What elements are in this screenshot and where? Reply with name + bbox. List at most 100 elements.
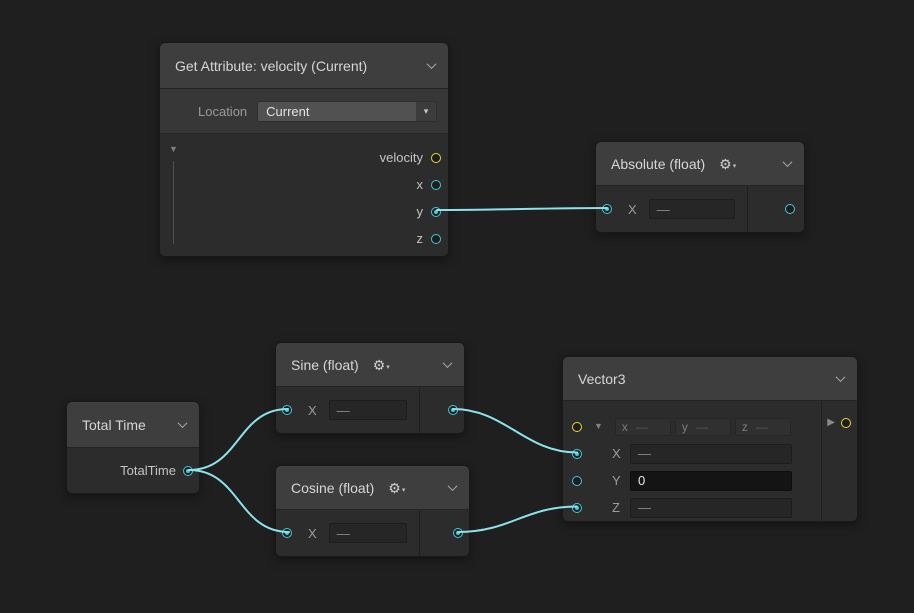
port-y-output[interactable] <box>431 206 441 217</box>
dropdown-value: Current <box>266 103 310 119</box>
expander-triangle-icon[interactable]: ▼ <box>169 144 178 154</box>
port-label: TotalTime <box>120 463 176 478</box>
chevron-down-icon[interactable] <box>835 372 846 383</box>
node-header[interactable]: Get Attribute: velocity (Current) <box>160 43 448 89</box>
compact-fields: x — y — z — <box>614 417 791 436</box>
port-z-output[interactable] <box>431 233 441 244</box>
compact-value: — <box>755 419 768 434</box>
y-value-field[interactable]: 0 <box>630 470 792 491</box>
output-column: ▶ <box>827 409 851 436</box>
edge-totaltime-to-sine-x[interactable] <box>188 408 289 471</box>
node-vector3[interactable]: Vector3 ▼ x — y — z <box>562 356 858 522</box>
play-arrow-icon: ▶ <box>827 416 835 428</box>
node-body: X — <box>596 186 804 232</box>
port-x-input[interactable] <box>602 204 612 214</box>
node-title: Sine (float) <box>291 356 359 373</box>
port-totaltime-output[interactable] <box>183 465 193 476</box>
gear-icon[interactable]: ⚙▾ <box>388 479 406 496</box>
port-x-output[interactable] <box>431 179 441 190</box>
dropdown-arrow-icon: ▾ <box>416 101 436 121</box>
node-header[interactable]: Cosine (float) ⚙▾ <box>276 466 469 510</box>
port-result-output[interactable] <box>448 405 458 415</box>
node-header[interactable]: Vector3 <box>563 357 857 401</box>
location-setting-row: Location Current ▾ <box>160 89 448 134</box>
compact-y-field[interactable]: y — <box>674 417 731 436</box>
node-sine[interactable]: Sine (float) ⚙▾ X — <box>275 342 465 434</box>
input-label: Z <box>612 500 620 515</box>
node-body: ▼ velocity x y z <box>160 134 448 256</box>
port-x-input[interactable] <box>282 528 292 538</box>
edge-totaltime-to-cosine-x[interactable] <box>188 469 290 533</box>
x-value-field[interactable]: — <box>648 199 735 219</box>
gear-arrow-icon: ▾ <box>401 486 406 494</box>
port-label: x <box>416 177 424 192</box>
node-body: ▼ x — y — z — <box>563 401 857 521</box>
input-label: X <box>628 201 637 217</box>
compact-vector-row: ▼ x — y — z — <box>563 413 821 440</box>
node-title: Total Time <box>82 416 146 433</box>
edge-sine-to-vector3-x[interactable] <box>452 408 578 454</box>
node-title: Absolute (float) <box>611 155 706 172</box>
node-get-attribute[interactable]: Get Attribute: velocity (Current) Locati… <box>159 42 449 257</box>
port-label: z <box>416 231 424 246</box>
x-value-field[interactable]: — <box>328 400 407 420</box>
port-velocity-output[interactable] <box>431 152 441 163</box>
location-label: Location <box>198 103 248 119</box>
chevron-down-icon[interactable] <box>782 157 793 168</box>
node-total-time[interactable]: Total Time TotalTime <box>66 401 200 494</box>
edge-cosine-to-vector3-z[interactable] <box>457 505 578 533</box>
node-title: Vector3 <box>578 370 626 387</box>
edge-getattribute-y-to-absolute-x[interactable] <box>436 207 608 211</box>
node-header[interactable]: Sine (float) ⚙▾ <box>276 343 464 387</box>
output-row-y: y <box>160 198 448 225</box>
gear-icon[interactable]: ⚙▾ <box>719 155 737 172</box>
x-value-field[interactable]: — <box>630 443 792 464</box>
x-value-field[interactable]: — <box>328 523 407 543</box>
output-row-x: x <box>160 171 448 198</box>
subtree-line <box>173 161 174 244</box>
compact-z-field[interactable]: z — <box>734 417 791 436</box>
port-result-output[interactable] <box>453 528 463 538</box>
node-cosine[interactable]: Cosine (float) ⚙▾ X — <box>275 465 470 557</box>
chevron-down-icon[interactable] <box>177 418 188 429</box>
port-vector3-input[interactable] <box>572 421 582 432</box>
input-label: X <box>612 446 621 461</box>
input-label: X <box>308 402 317 418</box>
port-vector3-output[interactable] <box>841 417 851 428</box>
node-body: X — <box>276 510 469 556</box>
node-title: Cosine (float) <box>291 479 375 496</box>
gear-icon[interactable]: ⚙▾ <box>372 356 390 373</box>
port-z-input[interactable] <box>572 502 582 513</box>
node-absolute[interactable]: Absolute (float) ⚙▾ X — <box>595 141 805 233</box>
port-label: y <box>416 204 424 219</box>
expander-triangle-icon[interactable]: ▼ <box>594 421 603 431</box>
port-result-output[interactable] <box>785 204 795 214</box>
chevron-down-icon[interactable] <box>442 358 453 369</box>
port-y-input[interactable] <box>572 475 582 486</box>
z-value-field[interactable]: — <box>630 497 792 518</box>
node-body: X — <box>276 387 464 433</box>
gear-arrow-icon: ▾ <box>386 363 390 371</box>
chevron-down-icon[interactable] <box>447 481 458 492</box>
input-label: X <box>308 525 317 541</box>
compact-label: y <box>681 419 688 434</box>
compact-label: x <box>621 419 628 434</box>
compact-value: — <box>695 419 708 434</box>
compact-x-field[interactable]: x — <box>614 417 671 436</box>
node-header[interactable]: Total Time <box>67 402 199 448</box>
input-label: Y <box>612 473 621 488</box>
output-column <box>418 510 469 556</box>
node-header[interactable]: Absolute (float) ⚙▾ <box>596 142 804 186</box>
input-row-x: X — <box>563 440 821 467</box>
port-x-input[interactable] <box>572 448 582 459</box>
output-row-z: z <box>160 225 448 252</box>
chevron-down-icon[interactable] <box>426 59 437 70</box>
compact-value: — <box>635 419 648 434</box>
node-title: Get Attribute: velocity (Current) <box>175 57 368 74</box>
input-row-y: Y 0 <box>563 467 821 494</box>
output-row-velocity: velocity <box>160 144 448 171</box>
location-dropdown[interactable]: Current ▾ <box>257 100 437 122</box>
port-x-input[interactable] <box>282 405 292 415</box>
gear-arrow-icon: ▾ <box>732 162 737 170</box>
